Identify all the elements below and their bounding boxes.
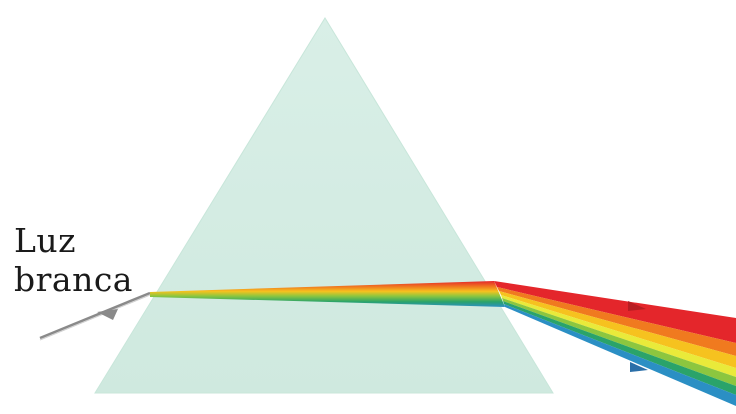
incoming-light-label-line-2: branca [14, 263, 133, 296]
prism [95, 18, 553, 393]
incoming-light-label-line-1: Luz [14, 224, 76, 257]
